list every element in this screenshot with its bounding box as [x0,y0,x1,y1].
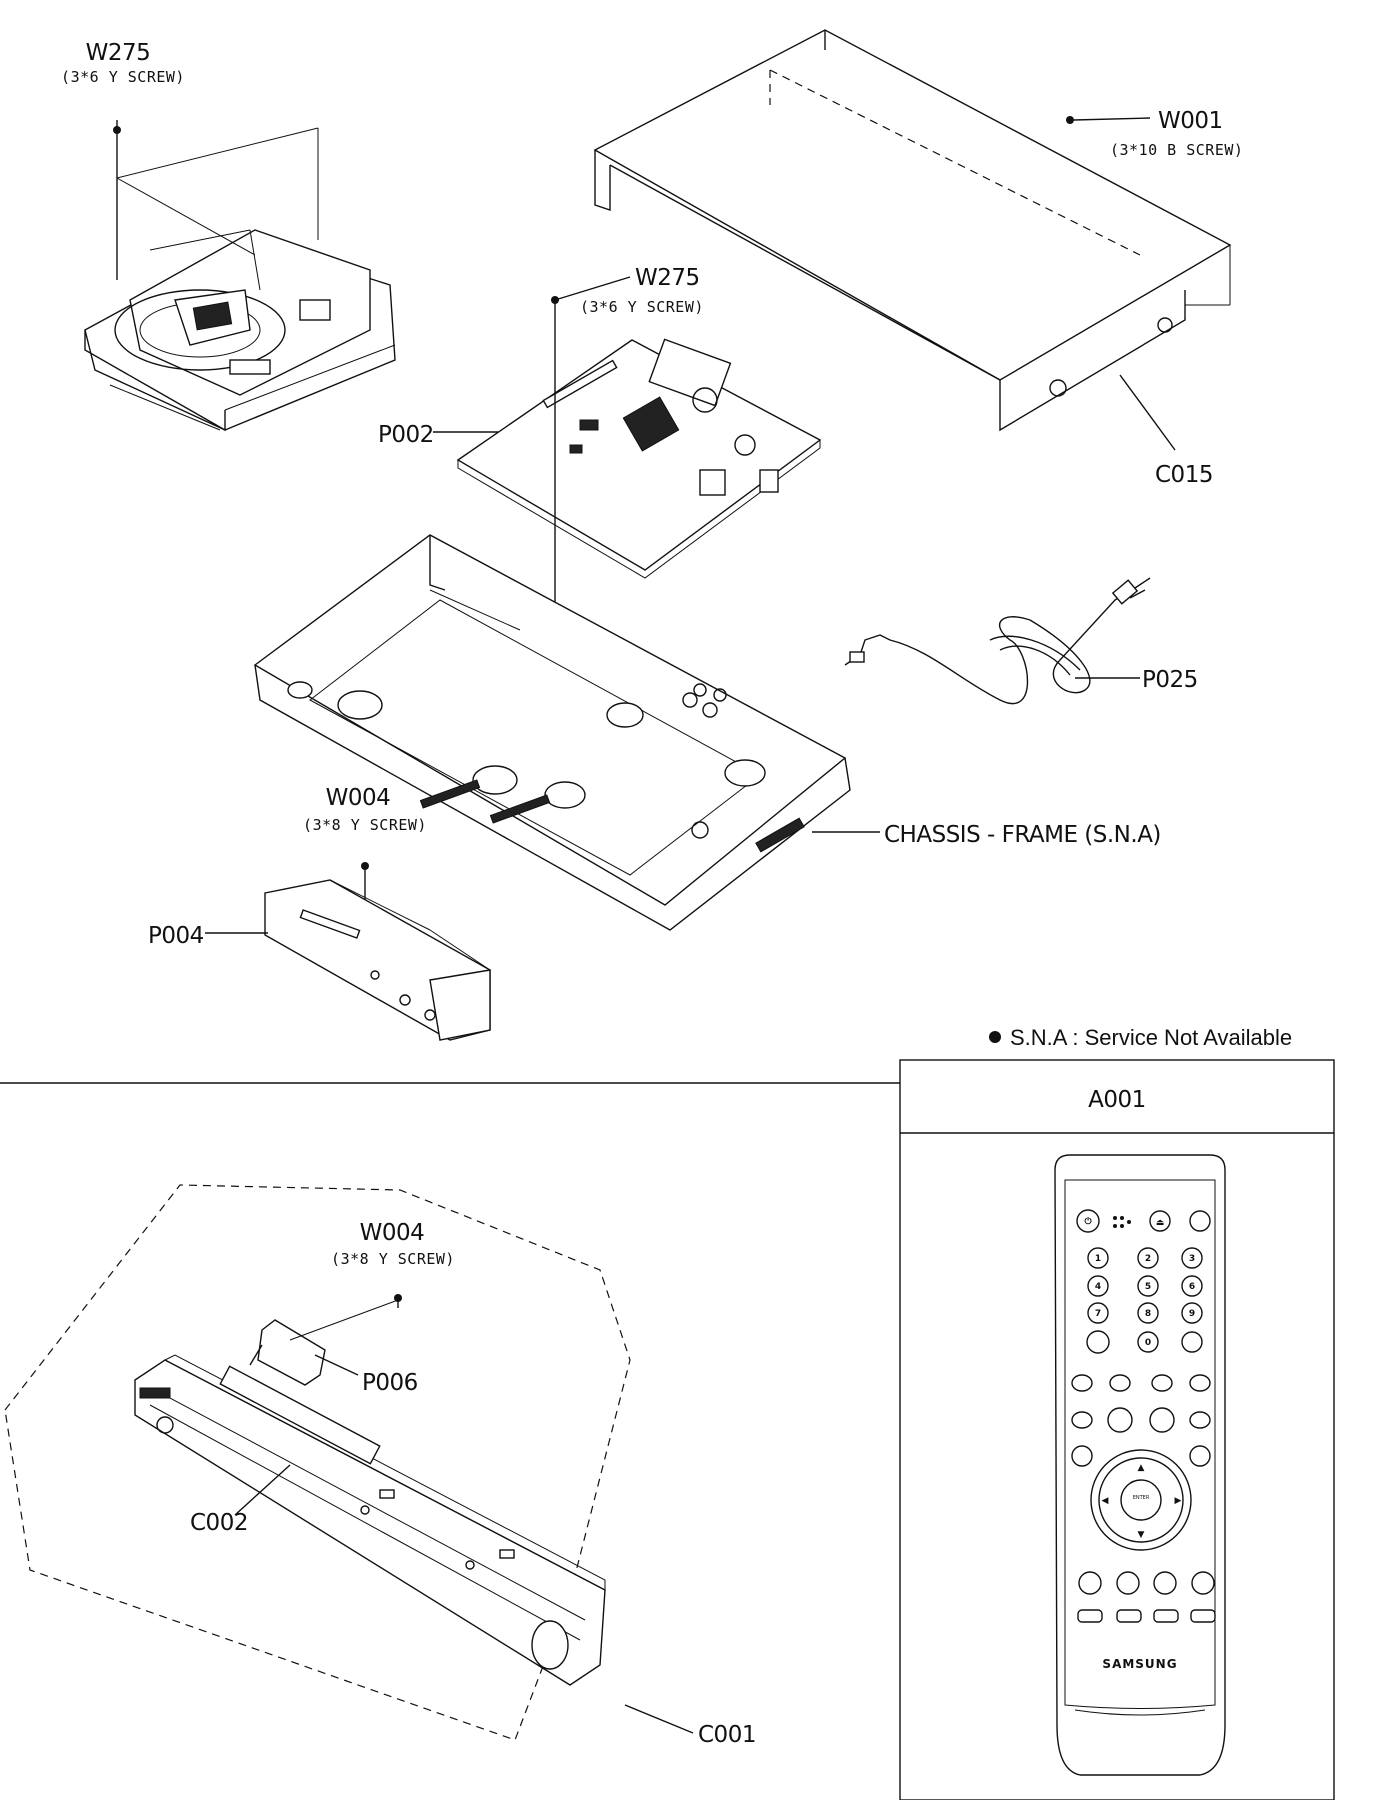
label-w001: W001 [1158,108,1223,134]
remote-control-drawing: ⏻ ⏏ 1 2 3 4 5 6 7 8 9 0 [1054,1154,1226,1776]
label-w004-bottom-spec: (3*8 Y SCREW) [331,1250,455,1268]
remote-frame [899,1059,1335,1800]
bullet-icon [989,1031,1001,1043]
label-chassis-frame: CHASSIS - FRAME (S.N.A) [884,822,1161,848]
label-c002: C002 [190,1510,248,1536]
digit-3: 3 [1189,1254,1195,1264]
svg-text:⏏: ⏏ [1156,1218,1165,1228]
label-w275-top-spec: (3*6 Y SCREW) [61,68,185,86]
label-w004-mid-spec: (3*8 Y SCREW) [303,816,427,834]
digit-6: 6 [1189,1282,1195,1292]
front-board-p004-drawing [205,879,491,1041]
svg-text:▶: ▶ [1175,1496,1182,1506]
enter-label: ENTER [1133,1495,1150,1501]
label-w275-mid: W275 [635,265,700,291]
label-w001-spec: (3*10 B SCREW) [1110,141,1243,159]
svg-text:◀: ◀ [1102,1496,1109,1506]
label-a001: A001 [1088,1087,1146,1113]
power-cord-drawing [844,577,1151,704]
svg-text:▼: ▼ [1138,1530,1145,1540]
label-c001: C001 [698,1722,756,1748]
c015-leader [1119,374,1176,451]
label-p025: P025 [1142,667,1198,693]
label-w004-mid: W004 [326,785,391,811]
digit-1: 1 [1095,1254,1101,1264]
label-w275-top: W275 [86,40,151,66]
digit-8: 8 [1145,1309,1151,1319]
w004-mid-screw [361,862,369,900]
chassis-frame-drawing [253,534,880,931]
label-p002: P002 [378,422,434,448]
digit-0: 0 [1145,1338,1151,1348]
digit-4: 4 [1095,1282,1101,1292]
svg-text:⏻: ⏻ [1084,1216,1092,1227]
w001-screw [1066,116,1151,124]
top-cover-drawing [593,29,1232,432]
remote-number-pad: 1 2 3 4 5 6 7 8 9 0 [1086,1247,1203,1354]
label-c015: C015 [1155,462,1213,488]
front-panel-group [4,1184,694,1741]
label-w004-bottom: W004 [360,1220,425,1246]
sna-note: S.N.A : Service Not Available [1010,1025,1292,1050]
svg-text:▲: ▲ [1138,1463,1145,1473]
digit-7: 7 [1095,1309,1101,1319]
remote-brand: SAMSUNG [1102,1657,1177,1671]
digit-2: 2 [1145,1254,1151,1264]
label-p006: P006 [362,1370,418,1396]
dvd-loader-drawing [84,229,396,432]
w275-top-screw [113,120,319,280]
label-p004: P004 [148,923,204,949]
digit-9: 9 [1189,1309,1195,1319]
label-w275-mid-spec: (3*6 Y SCREW) [580,298,704,316]
digit-5: 5 [1145,1282,1151,1292]
main-pcb-drawing [456,338,822,579]
